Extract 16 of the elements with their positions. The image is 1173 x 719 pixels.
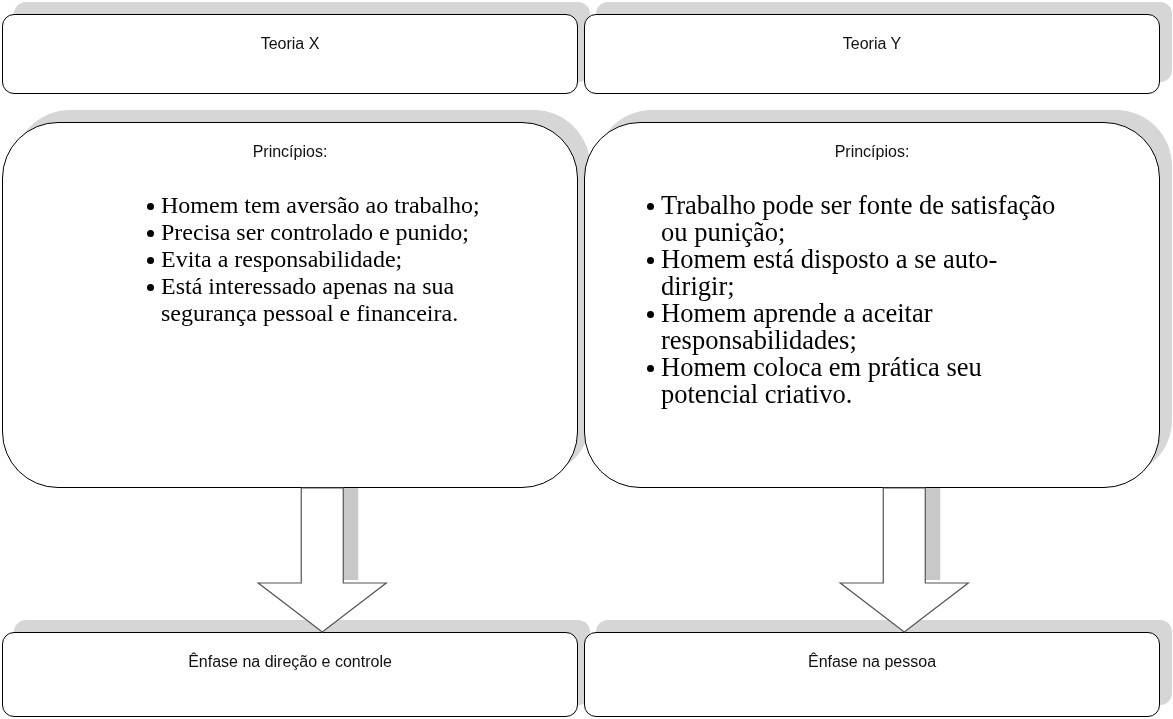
bullet-item: Homem aprende a aceitar responsabilidades; (661, 300, 934, 354)
block-arrow (838, 487, 971, 633)
block-arrow (256, 487, 389, 633)
box-heading: Princípios: (833, 142, 911, 162)
box-heading: Ênfase na direção e controle (187, 651, 393, 672)
bullet-item: Está interessado apenas na sua segurança pessoal e financeira. (161, 273, 460, 327)
bullet-item: Precisa ser controlado e punido; (161, 219, 469, 246)
box-heading: Ênfase na pessoa (806, 651, 938, 672)
box-heading: Teoria X (259, 34, 321, 54)
bullet-item: Homem tem aversão ao trabalho; (161, 192, 480, 219)
box-heading: Teoria Y (841, 34, 903, 54)
bullet-item: Homem coloca em prática seu potencial criativo. (661, 354, 983, 408)
bullet-item: Homem está disposto a se auto-dirigir; (661, 246, 999, 300)
bullet-item: Trabalho pode ser fonte de satisfação ou punição; (661, 192, 1057, 246)
bullet-item: Evita a responsabilidade; (161, 246, 403, 273)
box-heading: Princípios: (251, 142, 329, 162)
